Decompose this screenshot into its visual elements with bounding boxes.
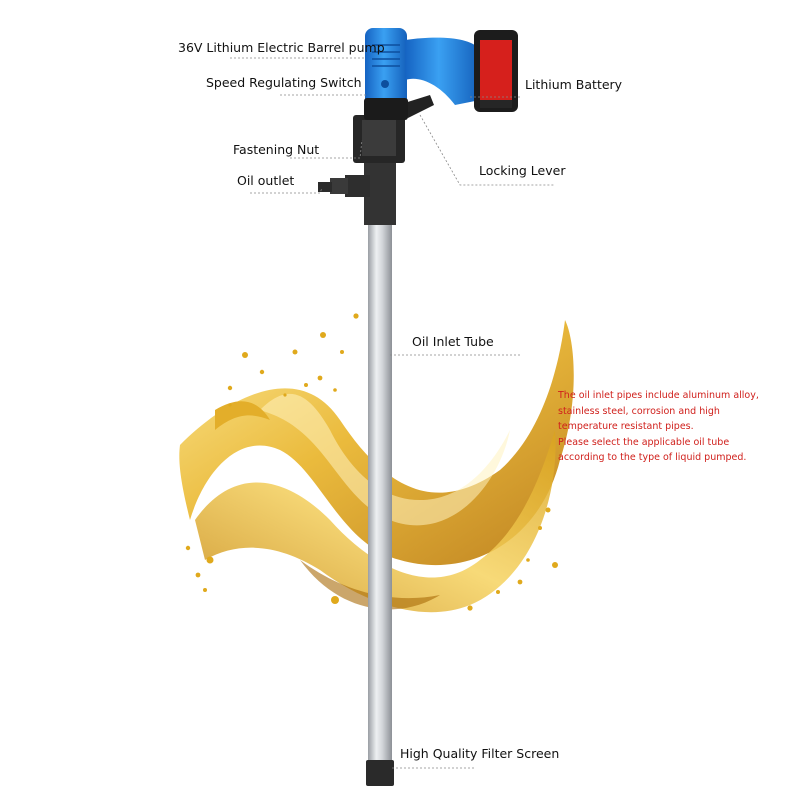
leader-lines — [230, 57, 555, 769]
label-battery: Lithium Battery — [525, 77, 623, 92]
note-line: according to the type of liquid pumped. — [558, 452, 747, 463]
oil-outlet-fitting — [318, 160, 396, 225]
label-oil-inlet-tube: Oil Inlet Tube — [412, 334, 494, 349]
note-line: stainless steel, corrosion and high — [558, 405, 720, 417]
pump-motor-head — [364, 28, 480, 120]
note-line: The oil inlet pipes include aluminum all… — [558, 390, 759, 401]
filter-screen — [366, 760, 394, 786]
lithium-battery — [474, 30, 518, 112]
label-pump: 36V Lithium Electric Barrel pump — [178, 40, 385, 55]
label-speed-switch: Speed Regulating Switch — [206, 75, 362, 90]
label-filter-screen: High Quality Filter Screen — [400, 746, 560, 761]
note-line: Please select the applicable oil tube — [558, 436, 730, 448]
label-locking-lever: Locking Lever — [479, 163, 566, 178]
note-line: temperature resistant pipes. — [558, 421, 694, 432]
label-fastening-nut: Fastening Nut — [233, 142, 320, 157]
nut-face — [362, 120, 396, 156]
label-oil-outlet: Oil outlet — [237, 173, 295, 188]
oil-inlet-tube — [368, 225, 392, 765]
tube-note: The oil inlet pipes include aluminum all… — [558, 388, 759, 466]
